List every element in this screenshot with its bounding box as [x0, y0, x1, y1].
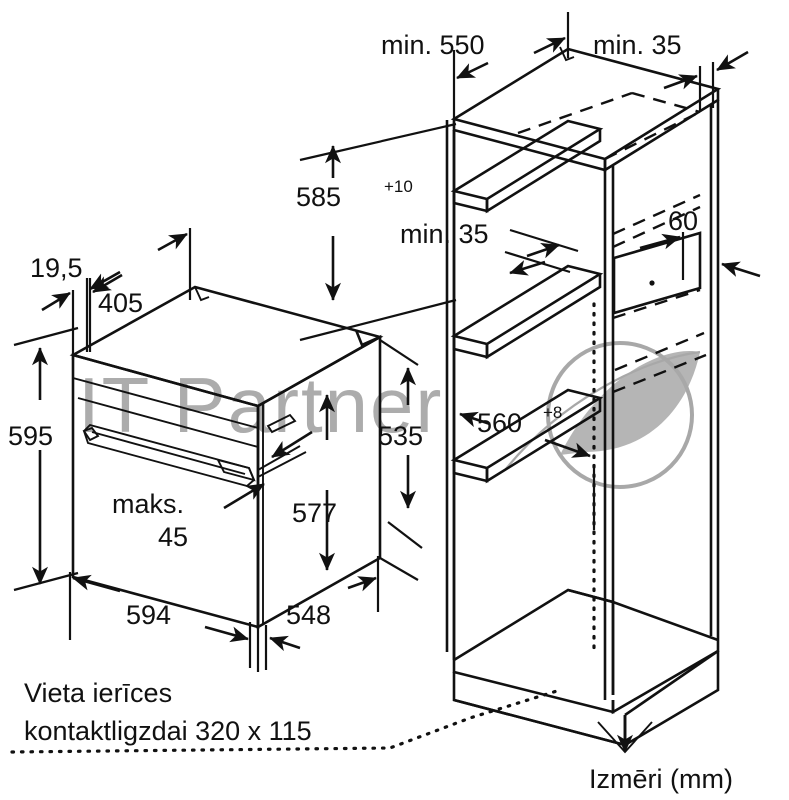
dim-label-maks: maks. [112, 489, 184, 519]
units-caption: Izmēri (mm) [589, 764, 733, 794]
dim-label-577: 577 [292, 498, 337, 528]
dim-60 [639, 232, 685, 280]
dim-548 [256, 556, 380, 672]
dim-min-35-mid [504, 228, 579, 276]
dim-label-min-550: min. 550 [381, 30, 485, 60]
socket-note-leader [10, 688, 562, 754]
dim-405 [88, 228, 192, 352]
socket-note-line1: Vieta ierīces [24, 678, 172, 708]
dim-min-35-top [663, 50, 749, 112]
dim-label-548: 548 [286, 600, 331, 630]
dim-label-45: 45 [158, 522, 188, 552]
dim-594 [68, 572, 252, 668]
dim-maks-45 [223, 430, 313, 510]
dim-535 [379, 339, 423, 581]
dim-585 [299, 122, 457, 342]
dim-label-405: 405 [98, 288, 143, 318]
dim-560 [445, 411, 596, 530]
dim-label-60: 60 [668, 206, 698, 236]
dim-label-585: 585 [296, 182, 341, 212]
dim-label-595: 595 [8, 421, 53, 451]
dim-label-560-tolerance: +8 [543, 403, 562, 422]
oven-body [69, 285, 384, 630]
dim-min-550 [452, 12, 570, 128]
dim-label-min-35-top: min. 35 [593, 30, 682, 60]
dim-label-585-tolerance: +10 [384, 177, 413, 196]
dim-label-560: 560 [477, 408, 522, 438]
dim-label-535: 535 [378, 421, 423, 451]
units-caption-arrow [597, 716, 653, 754]
dim-label-19-5: 19,5 [30, 253, 83, 283]
socket-note-line2: kontaktligzdai 320 x 115 [24, 716, 312, 746]
dim-595 [13, 326, 79, 592]
dim-label-594: 594 [126, 600, 171, 630]
dim-pointer-right-panel [721, 261, 761, 278]
dim-label-min-35-mid: min. 35 [400, 219, 489, 249]
watermark-logo [504, 341, 701, 489]
